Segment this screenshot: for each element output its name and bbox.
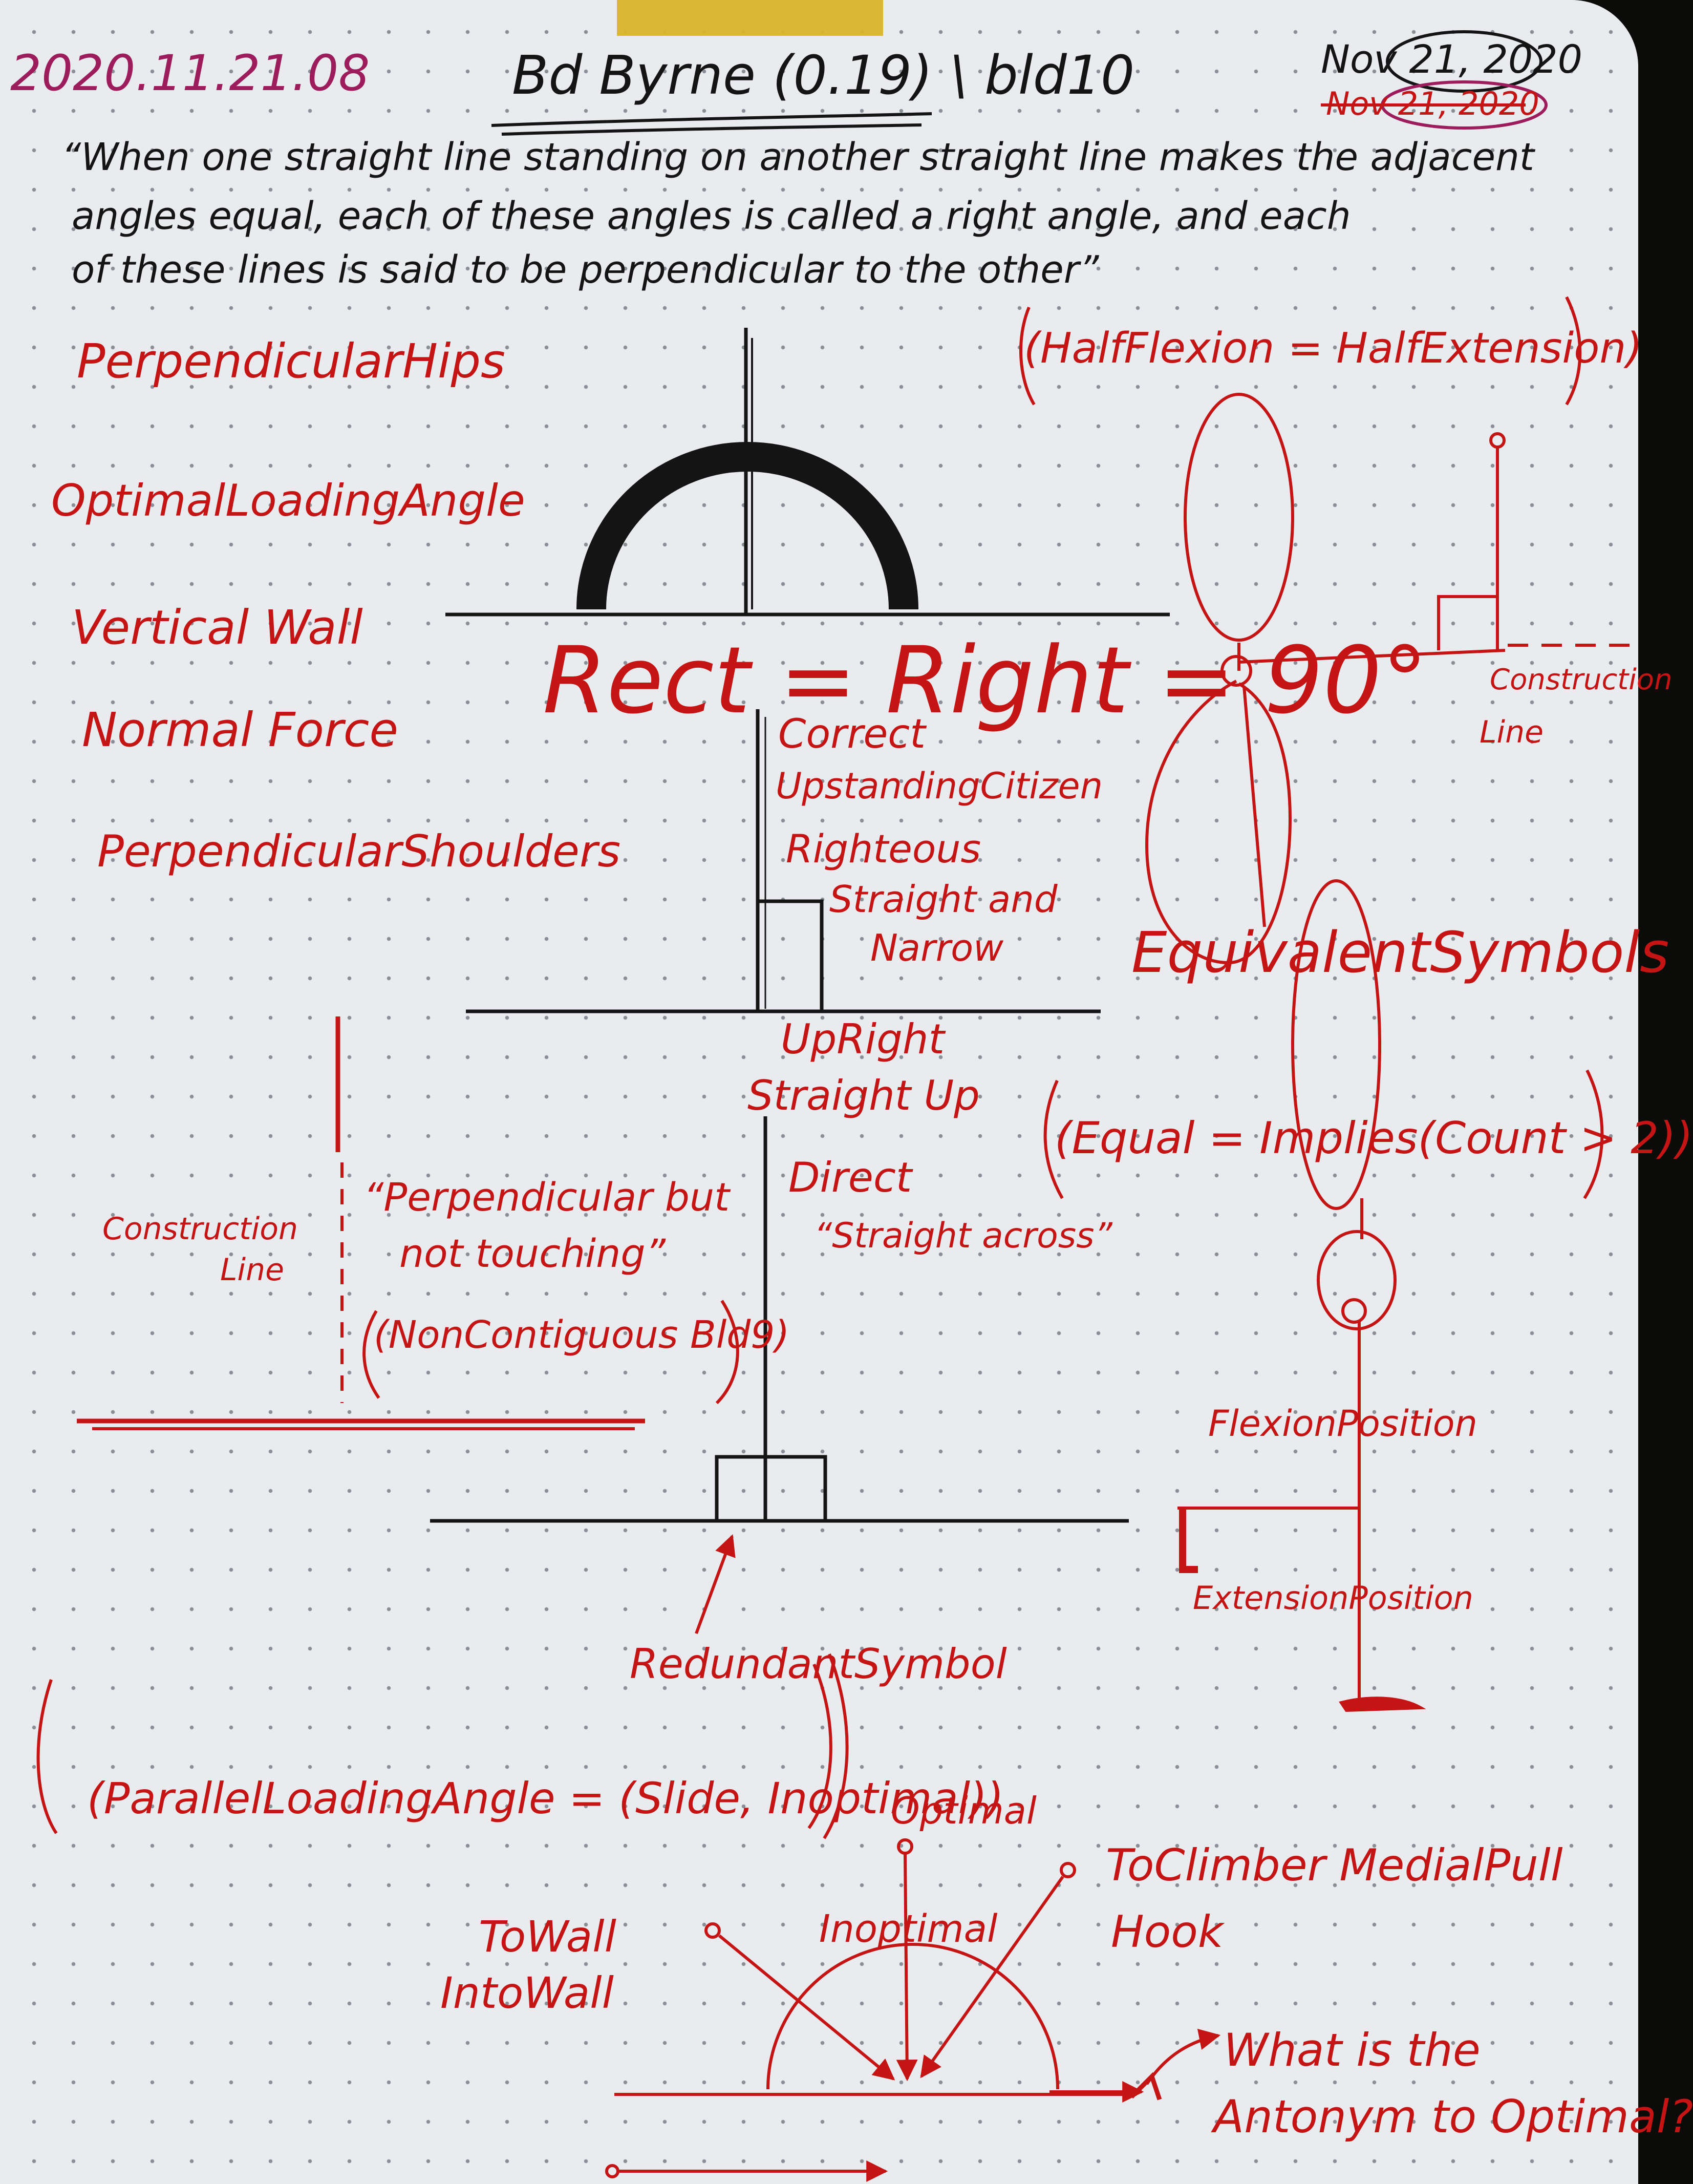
masking-tape <box>617 0 883 36</box>
redundant-arrow <box>695 1534 736 1635</box>
label-into-wall: IntoWall <box>440 1968 614 2018</box>
upright-figure <box>466 709 1101 1013</box>
label-upright: UpRight <box>781 1015 945 1063</box>
extension-position: ExtensionPosition <box>1193 1579 1473 1617</box>
semicircle-figure <box>445 328 1170 617</box>
label-direct: Direct <box>788 1154 912 1201</box>
left-construction-line-1: Construction <box>102 1211 298 1247</box>
date-struck: Nov 21, 2020 <box>1326 85 1539 122</box>
right-construction-line-2: Line <box>1480 714 1544 750</box>
quote-line-1: “When one straight line standing on anot… <box>61 135 1534 179</box>
quote-line-2: angles equal, each of these angles is ca… <box>72 194 1351 238</box>
perp-quote-line-2: not touching” <box>399 1231 666 1276</box>
timestamp: 2020.11.21.08 <box>10 45 370 102</box>
perp-quote-line-1: “Perpendicular but <box>363 1174 730 1220</box>
label-straight-across: “Straight across” <box>814 1216 1112 1256</box>
flexion-position: FlexionPosition <box>1208 1403 1477 1445</box>
label-straight-up: Straight Up <box>747 1072 980 1119</box>
label-righteous: Righteous <box>786 826 981 872</box>
label-upstanding: UpstandingCitizen <box>776 765 1103 807</box>
label-inoptimal: Inoptimal <box>819 1907 998 1951</box>
list-item-optimal-loading: OptimalLoadingAngle <box>51 475 525 526</box>
right-construction-line-1: Construction <box>1490 663 1673 696</box>
title-underline <box>491 112 932 136</box>
noncontig-parens <box>362 1300 739 1405</box>
rect-equation: Rect = Right = 90° <box>543 627 1428 734</box>
noncontiguous-note: (NonContiguous Bld9) <box>374 1313 790 1357</box>
list-item-normal-force: Normal Force <box>82 703 398 757</box>
ink-drawing <box>36 30 1638 2182</box>
body-figure <box>1145 393 1638 1712</box>
list-item-perp-shoulders: PerpendicularShoulders <box>97 826 621 877</box>
question-line-1: What is the <box>1224 2024 1481 2076</box>
date-current: Nov 21, 2020 <box>1321 36 1582 82</box>
label-optimal: Optimal <box>891 1789 1037 1832</box>
half-parens <box>1019 296 1582 406</box>
label-hook: Hook <box>1111 1906 1224 1958</box>
redundant-figure <box>430 1116 1129 1523</box>
equal-implies-count: (Equal = Implies(Count > 2)) <box>1055 1113 1693 1164</box>
label-to-wall: ToWall <box>479 1912 616 1962</box>
equal-parens <box>1043 1069 1604 1199</box>
equivalent-symbols: EquivalentSymbols <box>1131 920 1669 985</box>
left-perpendicular-lines <box>77 1016 645 1430</box>
label-correct: Correct <box>778 711 926 757</box>
label-redundant-symbol: RedundantSymbol <box>630 1640 1007 1688</box>
label-to-climber: ToClimber MedialPull <box>1106 1840 1563 1891</box>
label-straight-and: Straight and <box>829 878 1058 921</box>
parallel-loading-equation: (ParallelLoadingAngle = (Slide, Inoptima… <box>87 1773 1004 1823</box>
left-construction-line-2: Line <box>220 1252 285 1288</box>
loading-angle-diagram <box>36 1653 1221 2182</box>
list-item-vertical-wall: Vertical Wall <box>72 600 363 655</box>
quote-line-3: of these lines is said to be perpendicul… <box>72 248 1099 292</box>
question-line-2: Antonym to Optimal? <box>1213 2090 1693 2143</box>
page-title: Bd Byrne (0.19) \ bld10 <box>512 44 1135 107</box>
list-item-perp-hips: PerpendicularHips <box>77 334 505 389</box>
half-flexion-equation: (HalfFlexion = HalfExtension) <box>1024 324 1643 373</box>
label-narrow: Narrow <box>870 926 1004 969</box>
